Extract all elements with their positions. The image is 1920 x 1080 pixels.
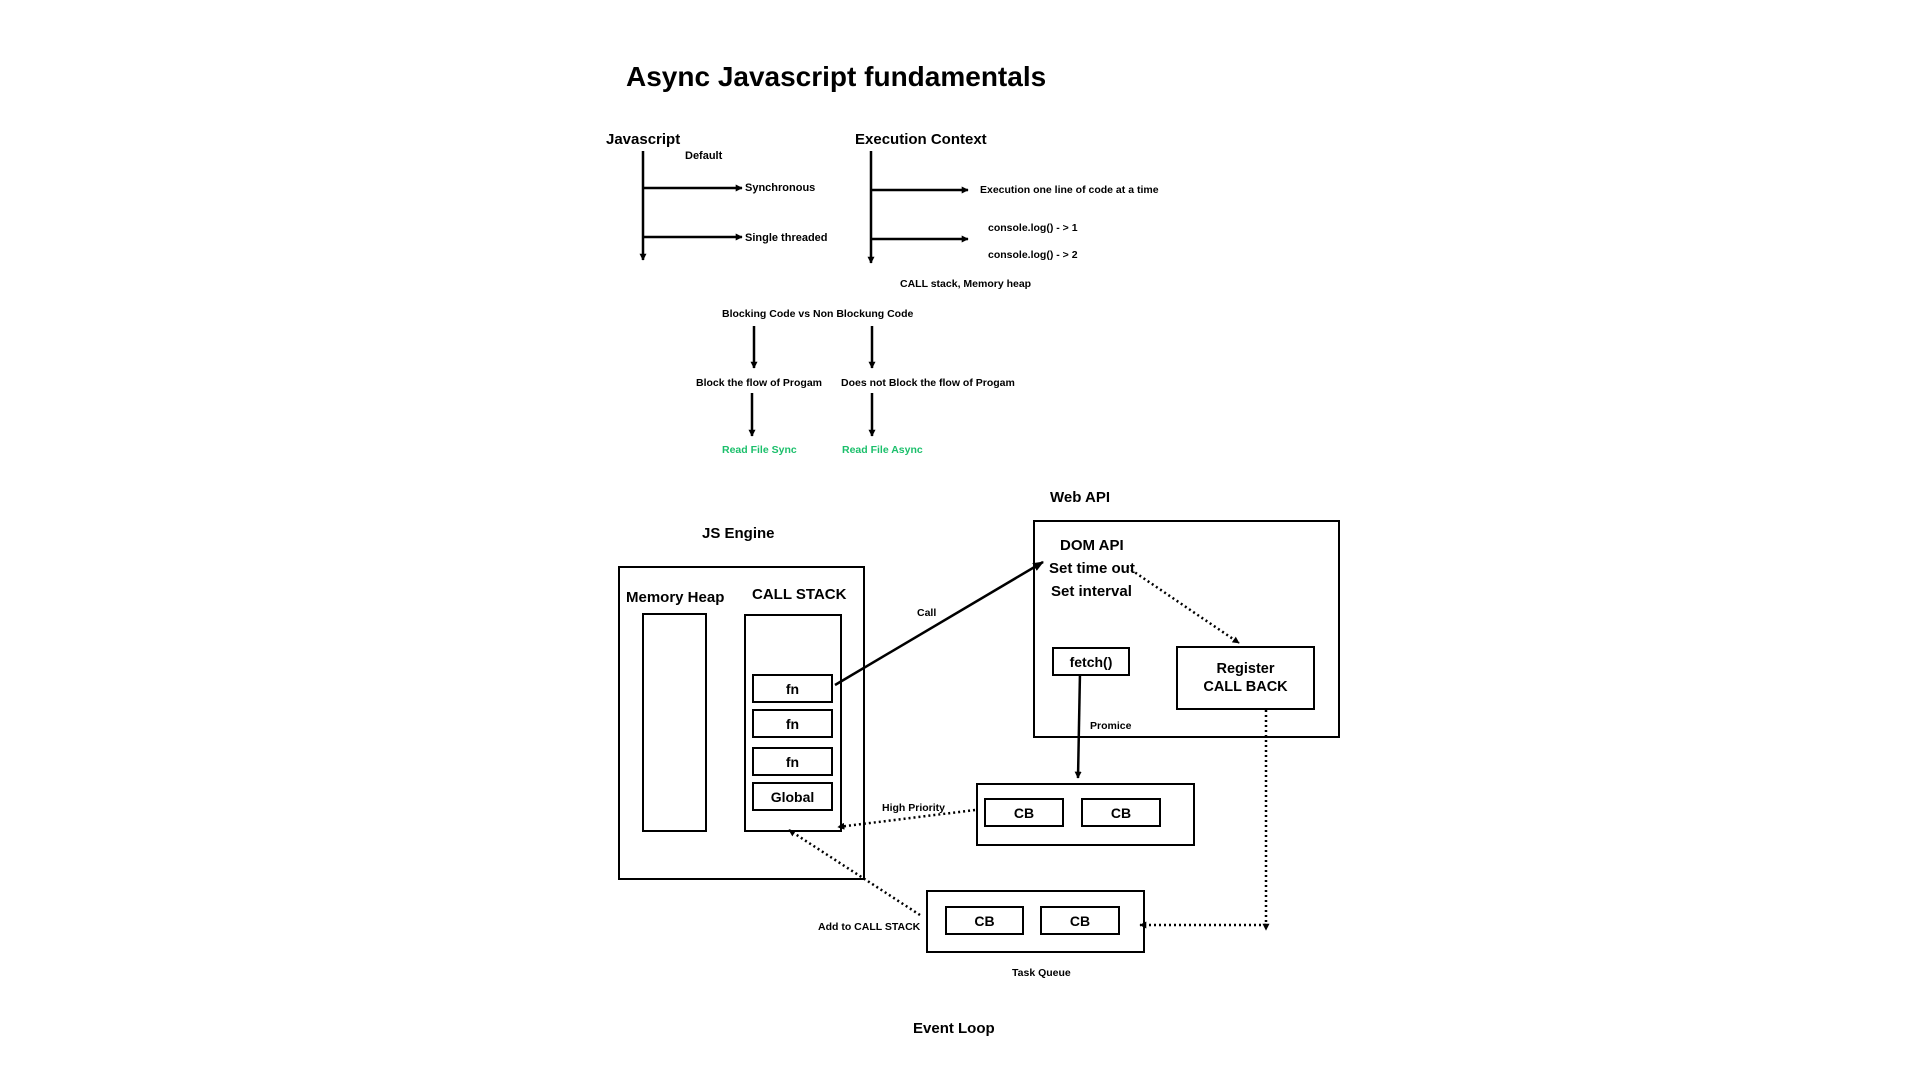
- read-file-sync-label: Read File Sync: [722, 444, 797, 456]
- fetch-box: fetch(): [1052, 647, 1130, 676]
- task-queue-label: Task Queue: [1012, 967, 1071, 979]
- event-loop-label: Event Loop: [913, 1020, 995, 1037]
- call-label: Call: [917, 607, 937, 619]
- dom-api-label: DOM API: [1060, 537, 1124, 554]
- call-stack-label: CALL STACK: [752, 586, 847, 603]
- task-cb: CB: [945, 906, 1024, 935]
- web-api-box: [1033, 520, 1340, 738]
- add-to-call-stack-arrow: [788, 828, 921, 917]
- call-stack-box: [744, 614, 842, 832]
- microtask-queue-box: [976, 783, 1195, 846]
- add-to-call-stack-label: Add to CALL STACK: [818, 921, 921, 933]
- console-log-1-label: console.log() - > 1: [988, 222, 1078, 234]
- promice-arrow: [1074, 671, 1082, 779]
- js-engine-box: [618, 566, 865, 880]
- synchronous-label: Synchronous: [745, 182, 816, 194]
- call-stack-frame-fn: fn: [752, 747, 833, 776]
- callback-label: CALL BACK: [1203, 679, 1288, 695]
- register-label: Register: [1216, 660, 1275, 677]
- execution-context-heading: Execution Context: [855, 131, 987, 148]
- microtask-cb: CB: [984, 798, 1064, 827]
- set-time-out-label: Set time out: [1049, 560, 1135, 577]
- default-label: Default: [685, 150, 723, 162]
- register-callback-box: Register CALL BACK: [1176, 646, 1315, 710]
- read-file-async-label: Read File Async: [842, 444, 923, 456]
- console-log-2-label: console.log() - > 2: [988, 249, 1078, 261]
- high-priority-label: High Priority: [882, 802, 946, 814]
- set-interval-label: Set interval: [1051, 583, 1132, 600]
- single-threaded-label: Single threaded: [745, 232, 828, 244]
- memory-heap-label: Memory Heap: [626, 589, 725, 606]
- memory-heap-box: [642, 613, 707, 832]
- js-engine-label: JS Engine: [702, 525, 775, 542]
- javascript-heading: Javascript: [606, 131, 681, 148]
- microtask-cb: CB: [1081, 798, 1161, 827]
- non-blocking-label: Does not Block the flow of Progam: [841, 377, 1015, 389]
- promice-label: Promice: [1090, 720, 1132, 732]
- task-queue-box: [926, 890, 1145, 953]
- high-priority-arrow: [837, 808, 976, 830]
- call-arrow: [834, 560, 1044, 687]
- blocking-label: Block the flow of Progam: [696, 377, 823, 389]
- web-api-label: Web API: [1050, 489, 1111, 506]
- task-cb: CB: [1040, 906, 1120, 935]
- blocking-heading: Blocking Code vs Non Blockung Code: [722, 308, 914, 320]
- call-stack-frame-global: Global: [752, 782, 833, 811]
- execution-label: Execution one line of code at a time: [980, 184, 1159, 196]
- call-stack-frame-fn: fn: [752, 674, 833, 703]
- page-title: Async Javascript fundamentals: [626, 61, 1047, 92]
- call-stack-memory-heap-label: CALL stack, Memory heap: [900, 278, 1032, 290]
- call-stack-frame-fn: fn: [752, 709, 833, 738]
